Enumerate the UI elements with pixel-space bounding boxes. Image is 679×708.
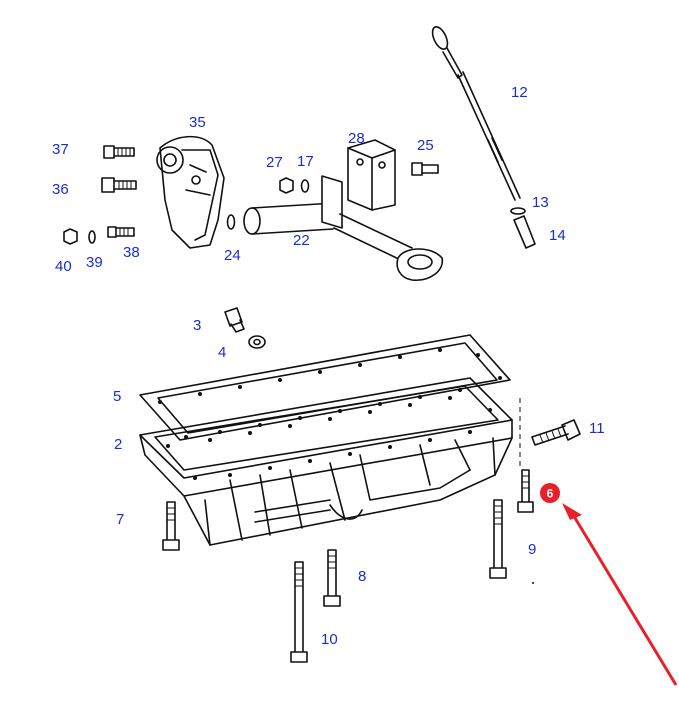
label-36: 36	[52, 181, 69, 198]
left-bolts-drawing	[63, 145, 137, 245]
highlight-badge-circle	[540, 483, 560, 503]
side-bolt-drawing	[531, 419, 581, 446]
label-11: 11	[589, 420, 605, 437]
label-14: 14	[549, 227, 566, 244]
label-28: 28	[348, 130, 365, 147]
label-12: 12	[511, 84, 528, 101]
label-37: 37	[52, 141, 69, 158]
label-24: 24	[224, 247, 241, 264]
label-3: 3	[193, 317, 201, 334]
dipstick-drawing	[431, 26, 536, 249]
label-35: 35	[189, 114, 206, 131]
label-13: 13	[532, 194, 549, 211]
label-22: 22	[293, 232, 310, 249]
label-25: 25	[417, 137, 434, 154]
label-4: 4	[218, 344, 226, 361]
label-7: 7	[116, 511, 124, 528]
label-8: 8	[358, 568, 366, 585]
pointer-arrow	[562, 503, 678, 686]
label-38: 38	[123, 244, 140, 261]
pickup-tube-drawing	[243, 139, 444, 281]
highlight-badge[interactable]: 6	[540, 483, 560, 503]
label-5: 5	[113, 388, 121, 405]
label-2: 2	[114, 436, 122, 453]
oil-pump-drawing	[156, 135, 236, 249]
gasket-drawing	[139, 334, 511, 441]
label-40: 40	[55, 258, 72, 275]
part-labels: 37 36 40 39 38 35 24 27 17 28 25 22 12 1…	[52, 84, 605, 648]
drain-plug-drawing	[224, 307, 266, 349]
label-27: 27	[266, 154, 283, 171]
label-17: 17	[297, 153, 314, 170]
label-9: 9	[528, 541, 536, 558]
label-10: 10	[321, 631, 338, 648]
label-39: 39	[86, 254, 103, 271]
vertical-bolts-drawing	[162, 469, 534, 663]
highlight-badge-label: 6	[547, 487, 554, 501]
oil-pan-drawing	[139, 377, 521, 546]
